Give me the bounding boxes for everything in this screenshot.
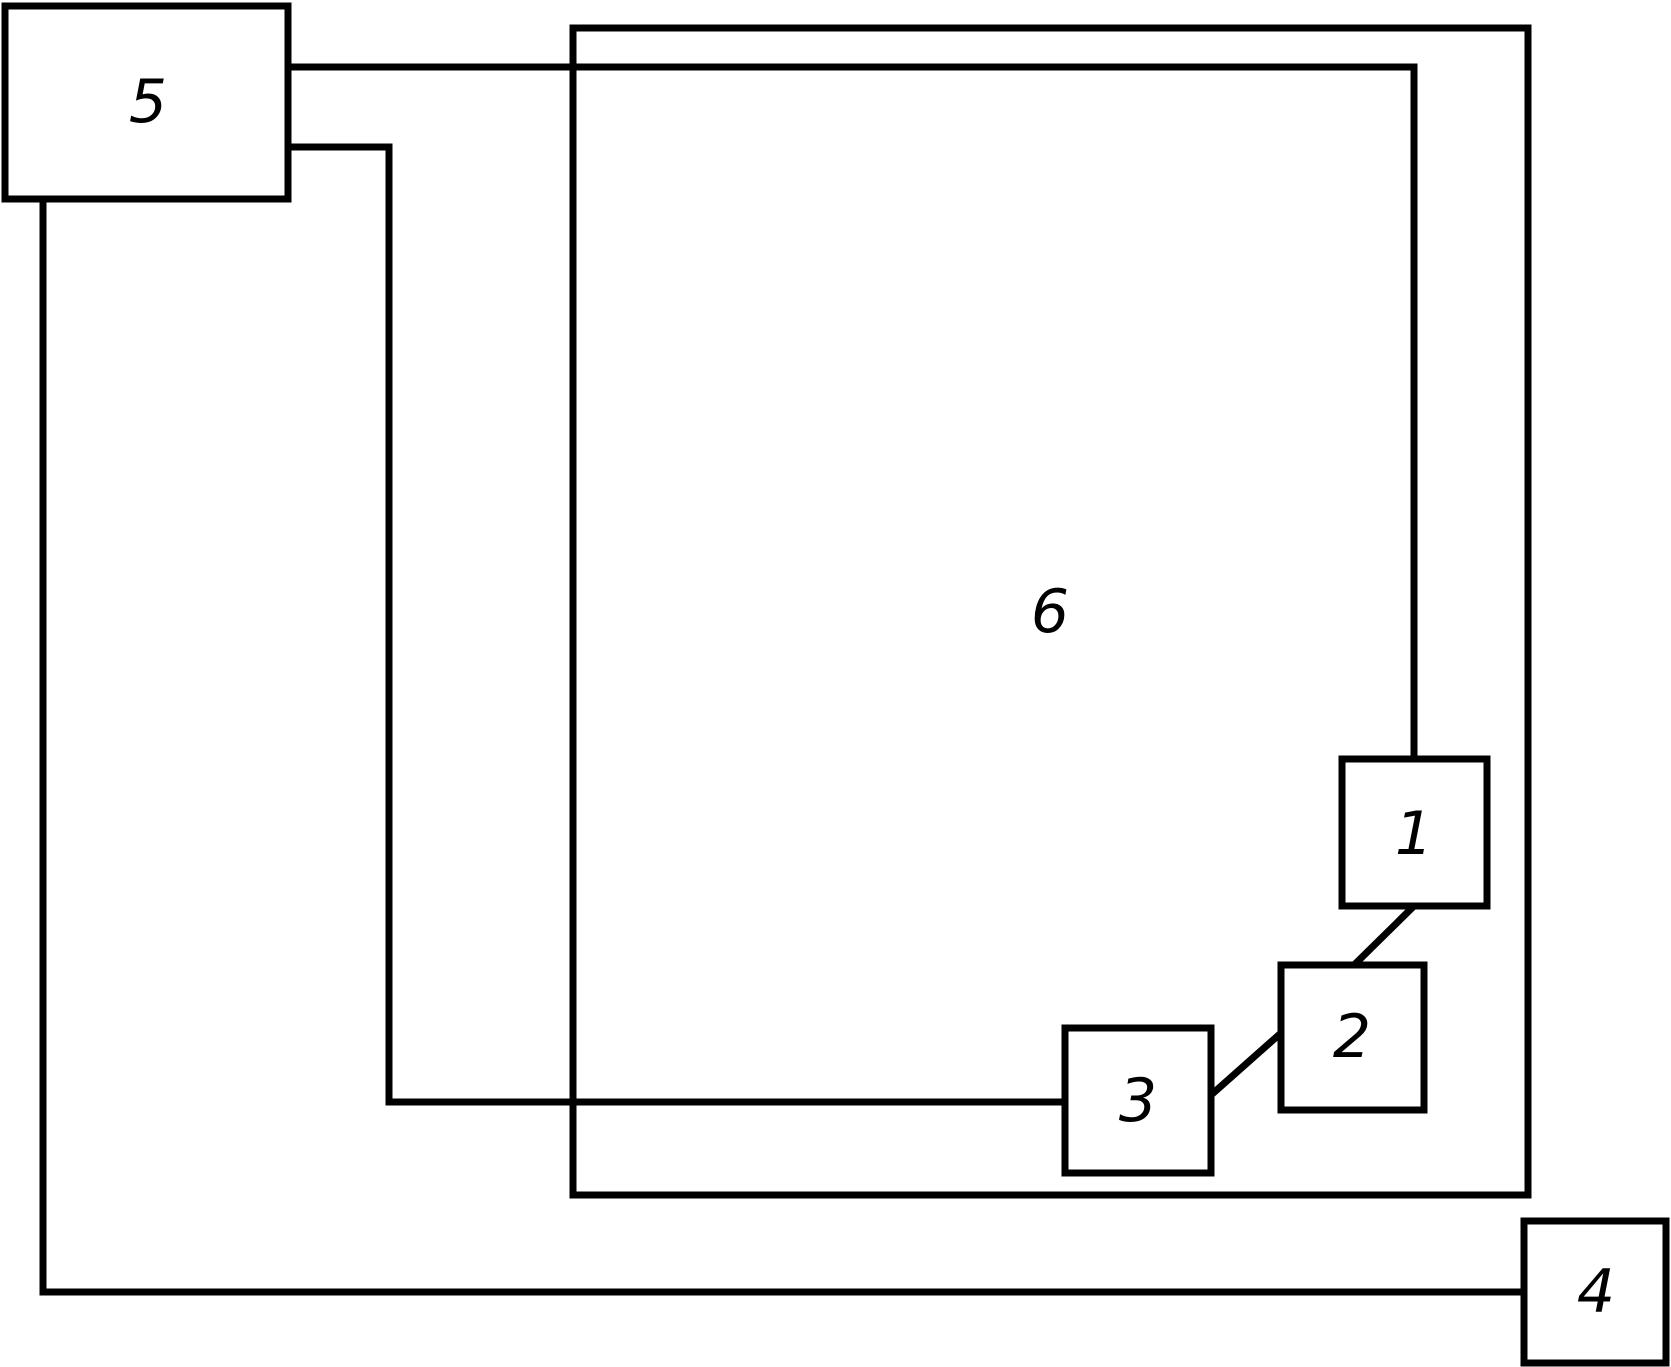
- wire-5-to-4: [39, 197, 1528, 1296]
- box-1: [1338, 755, 1491, 910]
- box-3: [1061, 1024, 1215, 1177]
- enclosure-frame-6: [569, 24, 1532, 1199]
- wire-5-to-1: [284, 63, 1418, 762]
- box-2: [1277, 961, 1428, 1114]
- box-4-label: 4: [1577, 1257, 1615, 1327]
- box-5-label: 5: [129, 67, 167, 137]
- box-3-label: 3: [1119, 1066, 1157, 1136]
- wire-5-to-3: [284, 143, 1069, 1106]
- box-1-label: 1: [1395, 799, 1433, 869]
- box-5: [1, 2, 292, 203]
- wire-2-to-3: [1206, 1028, 1286, 1100]
- box-4: [1520, 1217, 1670, 1367]
- wire-1-to-2: [1348, 901, 1419, 971]
- region-6-label: 6: [1031, 577, 1069, 647]
- box-2-label: 2: [1333, 1002, 1371, 1072]
